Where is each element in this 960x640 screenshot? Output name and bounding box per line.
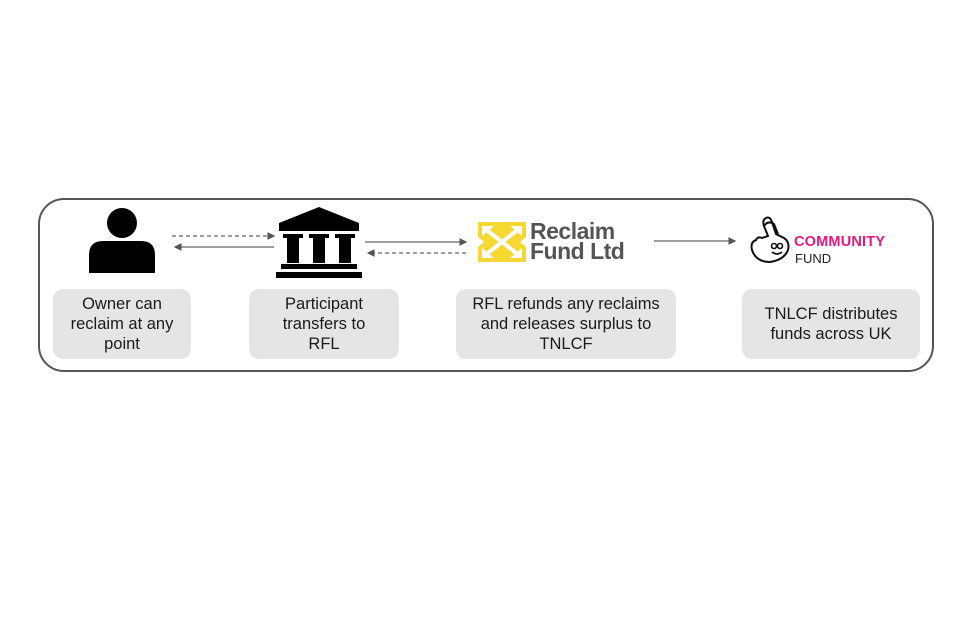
reclaim-logo-line2: Fund Ltd (530, 238, 625, 264)
node-participant-label: Participant transfers to RFL (282, 295, 366, 353)
person-icon (86, 207, 158, 275)
node-rfl-label: RFL refunds any reclaims and releases su… (472, 295, 660, 353)
node-participant-box: Participant transfers to RFL (249, 289, 399, 359)
reclaim-arrows-icon (478, 222, 526, 262)
node-owner-label: Owner can reclaim at any point (70, 295, 174, 353)
node-tnlcf-label: TNLCF distributes funds across UK (764, 305, 898, 343)
community-logo-line1: COMMUNITY (794, 234, 886, 250)
node-tnlcf-box: TNLCF distributes funds across UK (742, 289, 920, 359)
process-frame (38, 198, 934, 372)
reclaim-fund-logo (478, 222, 526, 262)
node-rfl-box: RFL refunds any reclaims and releases su… (456, 289, 676, 359)
crossed-fingers-icon (748, 214, 794, 266)
bank-building-icon (273, 207, 365, 279)
node-owner-box: Owner can reclaim at any point (53, 289, 191, 359)
reclaim-logo-line1: Reclaim (530, 218, 615, 244)
community-logo-line2: FUND (795, 251, 832, 266)
